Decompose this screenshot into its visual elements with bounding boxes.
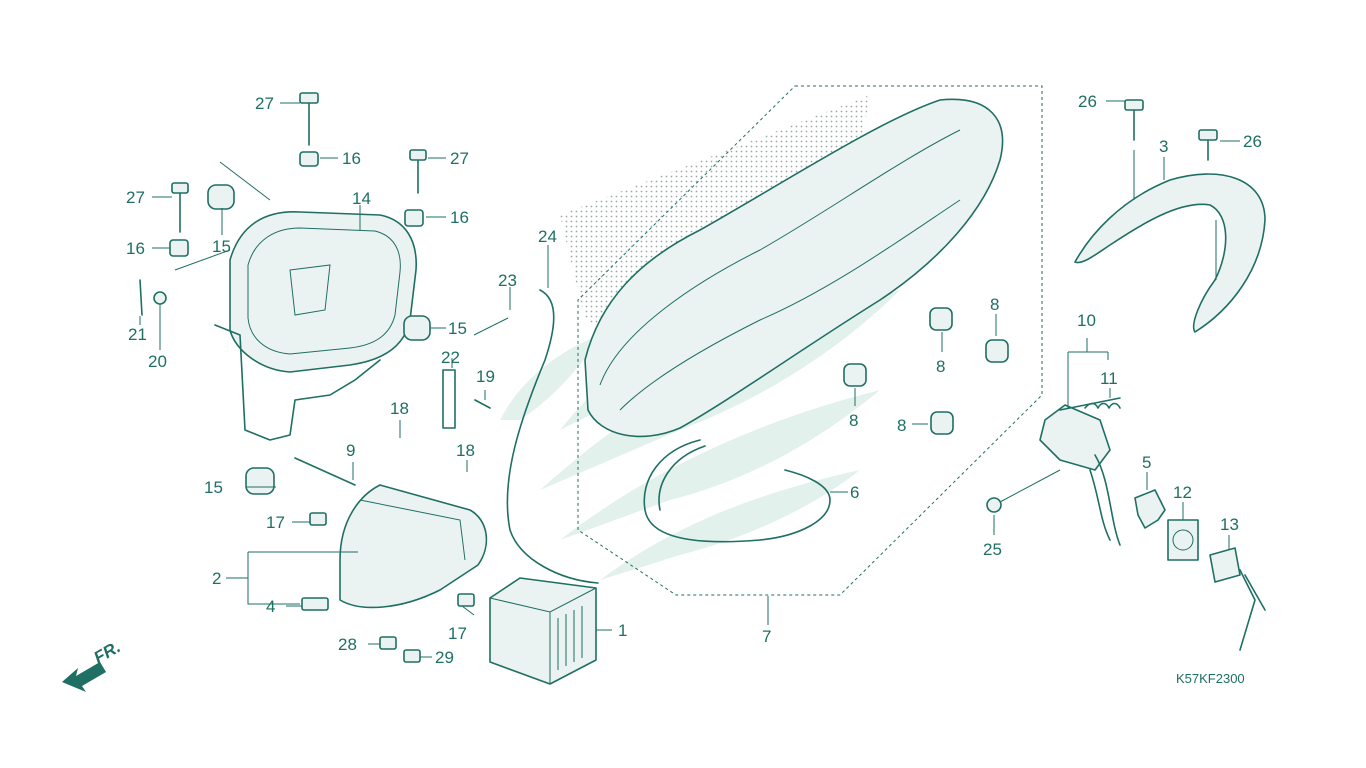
label-26-b: 26 — [1243, 132, 1262, 151]
label-22: 22 — [441, 348, 460, 367]
label-20: 20 — [148, 352, 167, 371]
box-hardware — [139, 92, 509, 495]
label-27-b: 27 — [450, 149, 469, 168]
grab-rail — [1074, 99, 1266, 333]
label-17-b: 17 — [448, 624, 467, 643]
label-12: 12 — [1173, 483, 1192, 502]
label-29: 29 — [435, 648, 454, 667]
label-28: 28 — [338, 635, 357, 654]
label-15-c: 15 — [204, 478, 223, 497]
label-2: 2 — [212, 569, 221, 588]
label-9: 9 — [346, 441, 355, 460]
label-18-a: 18 — [390, 399, 409, 418]
label-11: 11 — [1100, 369, 1118, 388]
label-24: 24 — [538, 227, 557, 246]
battery-case — [226, 484, 488, 611]
label-13: 13 — [1220, 515, 1239, 534]
label-1: 1 — [618, 621, 627, 640]
label-5: 5 — [1142, 453, 1151, 472]
label-16-b: 16 — [450, 208, 469, 227]
label-8-c: 8 — [849, 411, 858, 430]
seat — [584, 98, 1004, 438]
label-6: 6 — [850, 483, 859, 502]
label-8-b: 8 — [936, 357, 945, 376]
label-16-c: 16 — [126, 239, 145, 258]
label-19: 19 — [476, 367, 495, 386]
label-15-b: 15 — [448, 319, 467, 338]
label-7: 7 — [762, 627, 771, 646]
label-26-a: 26 — [1078, 92, 1097, 111]
label-3: 3 — [1159, 137, 1168, 156]
label-8-d: 8 — [897, 416, 906, 435]
label-25: 25 — [983, 540, 1002, 559]
seat-rubber-strip — [643, 439, 831, 543]
seat-lock — [986, 351, 1266, 651]
label-27-a: 27 — [255, 94, 274, 113]
front-marker-text: FR. — [91, 637, 124, 667]
label-17-a: 17 — [266, 513, 285, 532]
label-15-a: 15 — [212, 237, 231, 256]
diagram-code: K57KF2300 — [1176, 671, 1245, 686]
fuse-29 — [403, 649, 421, 663]
front-arrow: FR. — [62, 637, 124, 692]
label-8-a: 8 — [990, 295, 999, 314]
label-14: 14 — [352, 189, 371, 208]
breather-tube — [506, 289, 599, 584]
label-23: 23 — [498, 271, 517, 290]
fuse-28 — [379, 636, 397, 650]
label-18-b: 18 — [456, 441, 475, 460]
leaders — [139, 100, 1240, 658]
label-27-c: 27 — [126, 188, 145, 207]
label-16-a: 16 — [342, 149, 361, 168]
label-21: 21 — [128, 325, 147, 344]
label-10: 10 — [1077, 311, 1096, 330]
battery — [489, 577, 612, 685]
seat-bumpers — [843, 307, 1009, 435]
label-4: 4 — [266, 597, 275, 616]
part-labels: 27 16 27 27 14 16 15 16 21 20 15 23 24 2… — [126, 92, 1262, 667]
